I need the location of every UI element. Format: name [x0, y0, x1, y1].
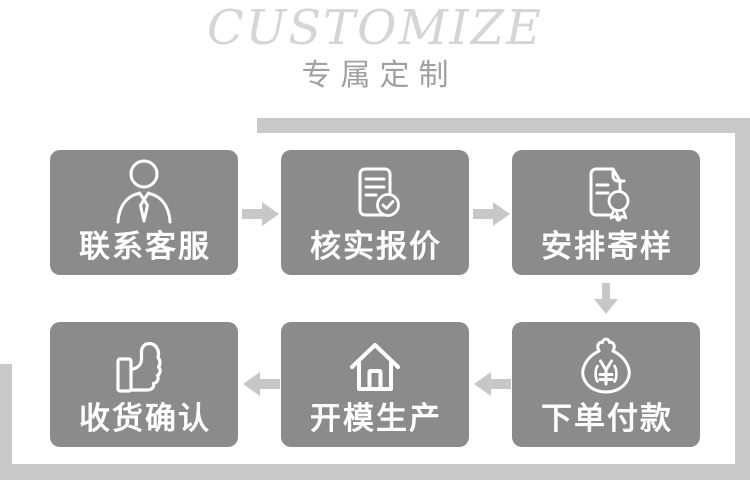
- customer-service-person-icon: [50, 158, 238, 226]
- step-label: 收货确认: [79, 401, 211, 436]
- step-mold-production: 开模生产: [281, 322, 469, 447]
- decor-bottom-left-band: [0, 364, 12, 480]
- house-production-icon: [281, 330, 469, 398]
- step-label: 安排寄样: [541, 229, 673, 264]
- step-arrange-sample: 安排寄样: [512, 150, 700, 275]
- arrow-right-icon: [242, 201, 280, 232]
- step-label: 联系客服: [79, 229, 211, 264]
- document-check-icon: [281, 158, 469, 226]
- document-award-icon: [512, 158, 700, 226]
- step-verify-quotation: 核实报价: [281, 150, 469, 275]
- page-title: CUSTOMIZE: [207, 0, 543, 56]
- step-place-order-payment: 下单付款: [512, 322, 700, 447]
- arrow-left-icon: [473, 371, 511, 402]
- step-contact-customer-service: 联系客服: [50, 150, 238, 275]
- decor-right-band: [735, 118, 750, 480]
- step-confirm-receipt: 收货确认: [50, 322, 238, 447]
- decor-bottom-band: [0, 464, 750, 480]
- step-label: 下单付款: [541, 401, 673, 436]
- arrow-left-icon: [242, 371, 280, 402]
- decor-top-right-band: [257, 118, 750, 133]
- page-subtitle: 专属定制: [301, 58, 458, 93]
- arrow-down-icon: [593, 283, 619, 320]
- step-label: 核实报价: [310, 229, 442, 264]
- step-label: 开模生产: [310, 401, 442, 436]
- money-bag-yuan-icon: [512, 330, 700, 398]
- thumbs-up-icon: [50, 330, 238, 398]
- arrow-right-icon: [473, 201, 511, 232]
